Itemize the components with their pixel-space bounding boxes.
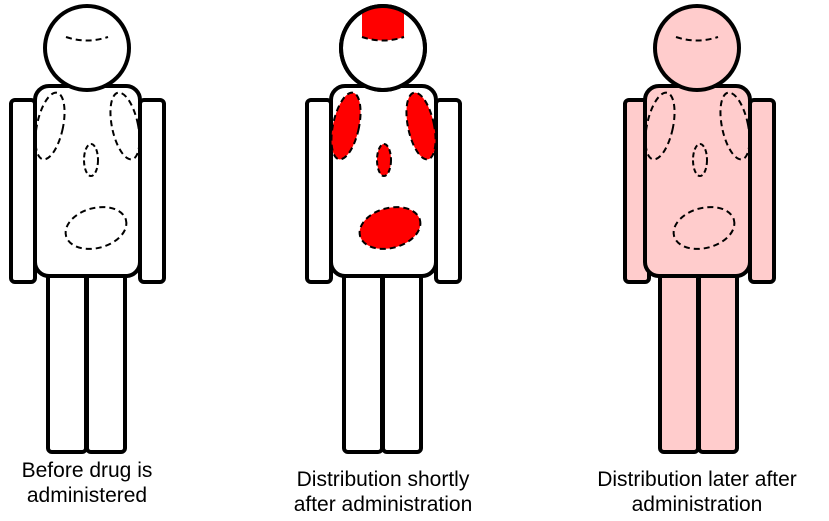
caption-line: administration — [567, 492, 827, 517]
caption-line: Distribution later after — [567, 467, 827, 492]
head — [655, 6, 739, 90]
right-leg — [383, 262, 421, 452]
caption-line: Before drug is — [0, 458, 217, 483]
right-leg — [87, 262, 125, 452]
head — [45, 6, 129, 90]
heart-region — [377, 144, 391, 176]
figure-later-after — [625, 6, 774, 452]
figure-before — [11, 6, 164, 452]
caption-shortly-after: Distribution shortly after administratio… — [253, 467, 513, 517]
right-arm — [140, 100, 164, 282]
caption-line: after administration — [253, 492, 513, 517]
left-arm — [307, 100, 331, 282]
right-arm — [750, 100, 774, 282]
figure-shortly-after — [307, 0, 460, 452]
right-arm — [436, 100, 460, 282]
torso — [645, 86, 750, 276]
torso — [35, 86, 140, 276]
left-leg — [48, 262, 86, 452]
left-leg — [660, 262, 698, 452]
left-leg — [344, 262, 382, 452]
caption-before: Before drug is administered — [0, 458, 217, 508]
left-arm — [11, 100, 35, 282]
caption-line: administered — [0, 483, 217, 508]
body-silhouette — [11, 6, 164, 452]
body-silhouette — [625, 6, 774, 452]
caption-line: Distribution shortly — [253, 467, 513, 492]
caption-later-after: Distribution later after administration — [567, 467, 827, 517]
right-leg — [699, 262, 737, 452]
